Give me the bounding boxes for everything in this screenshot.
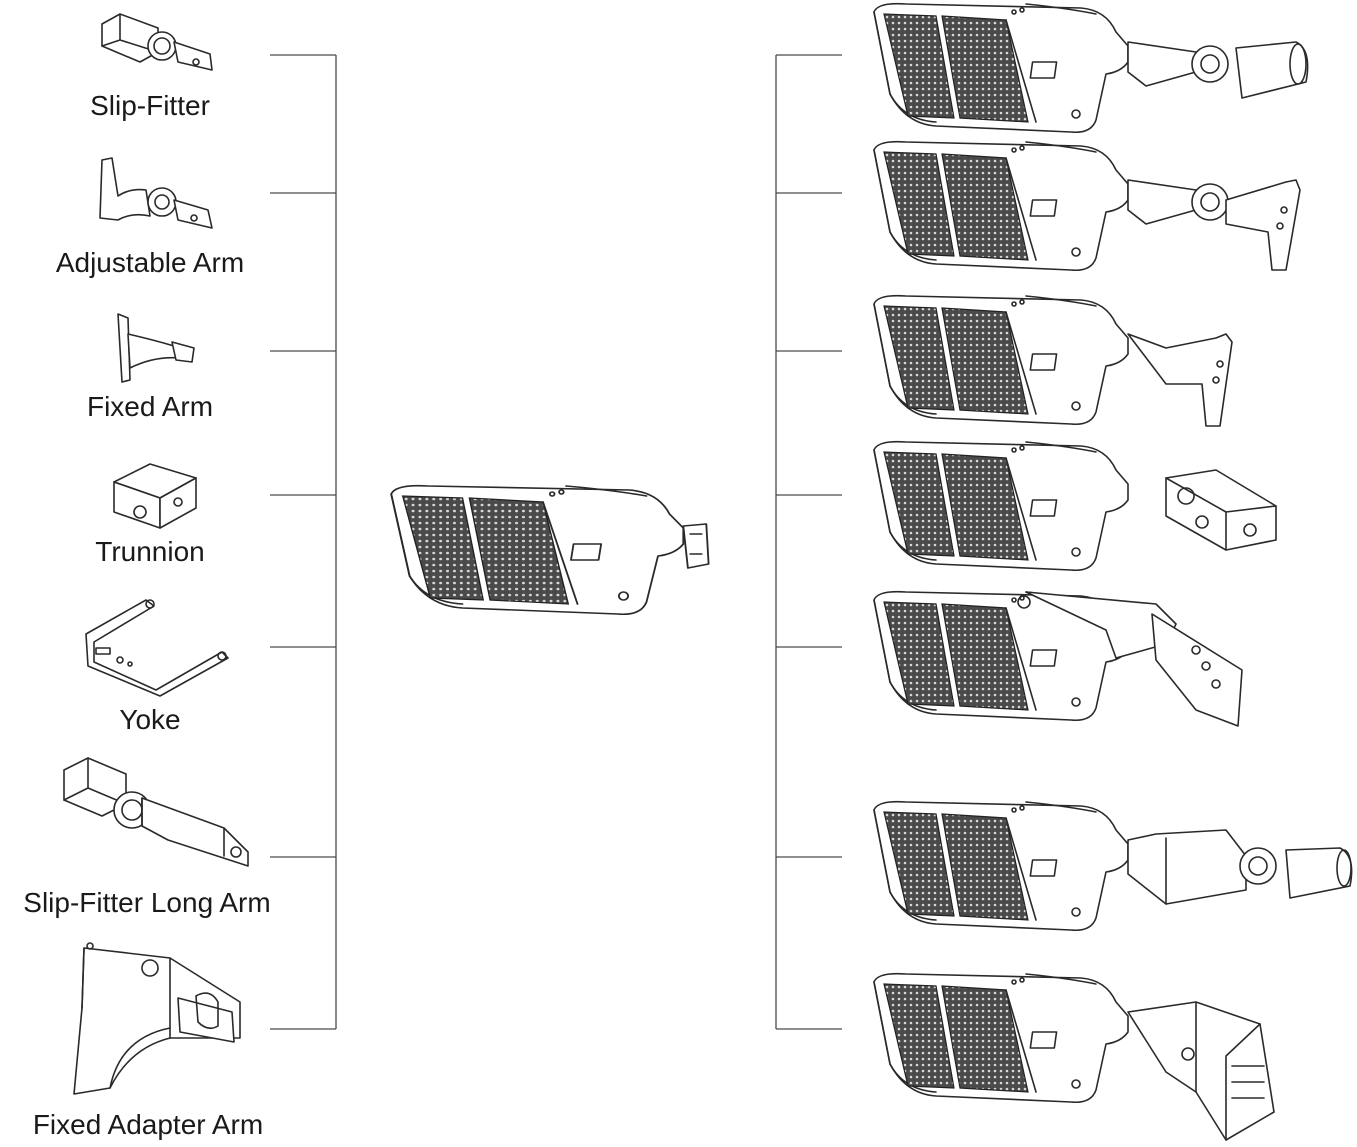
assembly-adjustable-arm xyxy=(873,140,1301,272)
trunnion-drawing xyxy=(113,463,197,529)
label-adjustable-arm: Adjustable Arm xyxy=(55,247,245,278)
label-slip-fitter-long-arm: Slip-Fitter Long Arm xyxy=(23,887,271,918)
assembly-trunnion xyxy=(873,440,1277,572)
left-connector-bracket xyxy=(270,54,337,1030)
yoke-drawing xyxy=(85,599,229,697)
center-luminaire xyxy=(390,484,710,616)
fixed-arm-drawing xyxy=(117,313,195,383)
label-slip-fitter: Slip-Fitter xyxy=(90,90,210,121)
assembly-fixed-arm xyxy=(873,294,1233,427)
assembly-fixed-adapter-arm xyxy=(873,972,1275,1141)
right-connector-bracket xyxy=(775,54,842,1030)
assembly-yoke xyxy=(873,590,1243,727)
label-fixed-adapter-arm: Fixed Adapter Arm xyxy=(32,1109,264,1140)
fixed-adapter-arm-drawing xyxy=(73,942,241,1095)
adjustable-arm-drawing xyxy=(99,157,213,229)
assembly-slip-fitter-long-arm xyxy=(873,800,1353,932)
label-fixed-arm: Fixed Arm xyxy=(86,391,214,422)
label-trunnion: Trunnion xyxy=(95,536,205,567)
slip-fitter-long-arm-drawing xyxy=(63,757,249,867)
label-yoke: Yoke xyxy=(119,704,181,735)
assembly-slip-fitter xyxy=(873,2,1309,134)
slip-fitter-drawing xyxy=(101,13,213,71)
